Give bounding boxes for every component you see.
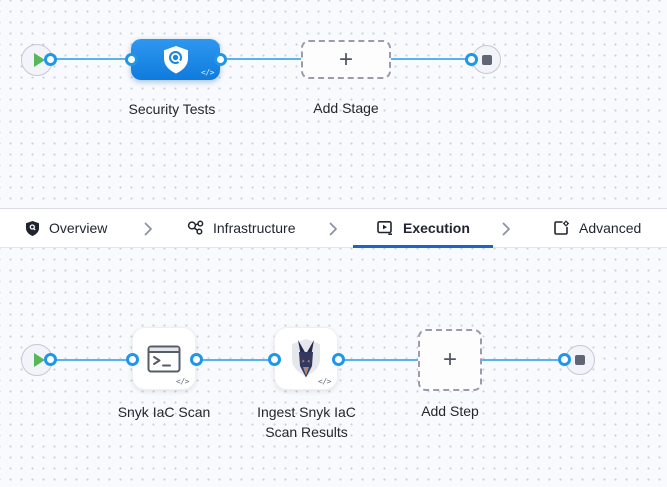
step-label: Snyk IaC Scan [117,404,211,420]
plus-icon: + [442,346,457,373]
connector-port[interactable] [44,353,57,366]
code-icon: </> [318,377,331,386]
pipeline-start-node [21,44,53,76]
stop-icon [575,355,585,365]
shield-icon [26,220,39,236]
connector-port[interactable] [465,53,478,66]
execution-icon [377,220,392,235]
execution-graph-canvas[interactable]: </> </> + Snyk IaC Scan [0,248,667,487]
tab-label: Overview [49,220,108,236]
stage-node-security-tests[interactable]: </> [131,39,220,80]
connector-port[interactable] [268,353,281,366]
step-label: Ingest Snyk IaC Scan Results [257,404,356,440]
play-icon [33,353,45,367]
connector-port[interactable] [558,353,571,366]
connector-line [53,359,132,361]
stop-icon [481,54,492,65]
code-icon: </> [201,68,214,77]
chevron-right-icon [502,222,511,241]
add-step-label: Add Step [421,403,479,419]
advanced-icon [554,220,569,235]
connector-line [196,359,274,361]
snyk-dog-icon [292,338,320,377]
add-stage-button[interactable]: + [301,40,391,79]
security-shield-icon [163,45,188,74]
infrastructure-icon [187,220,204,235]
active-tab-underline [353,245,493,248]
pipeline-end-node [472,45,501,74]
add-stage-label: Add Stage [313,100,379,116]
tab-overview[interactable]: Overview [25,209,107,247]
connector-port[interactable] [190,353,203,366]
tab-label: Advanced [579,220,642,236]
plus-icon: + [338,45,353,73]
stage-label: Security Tests [128,101,216,117]
stage-graph-canvas[interactable]: </> + Security Tests Add Stage [0,0,667,208]
tab-label: Infrastructure [213,220,296,236]
tab-label: Execution [403,220,470,236]
step-node-snyk-iac-scan[interactable]: </> [132,327,196,390]
stage-config-tabbar: Overview Infrastructure Execut [0,208,667,248]
play-icon [33,53,45,67]
tab-advanced[interactable]: Advanced [553,209,641,247]
terminal-icon [147,345,181,372]
connector-line [53,58,131,60]
connector-port[interactable] [126,353,139,366]
connector-port[interactable] [44,53,57,66]
step-node-ingest-snyk-results[interactable]: </> [274,327,338,390]
tab-infrastructure[interactable]: Infrastructure [187,209,295,247]
tab-execution[interactable]: Execution [377,209,470,247]
connector-port[interactable] [214,53,227,66]
connector-port[interactable] [125,53,138,66]
chevron-right-icon [329,222,338,241]
add-step-button[interactable]: + [418,329,482,391]
connector-port[interactable] [332,353,345,366]
chevron-right-icon [144,222,153,241]
code-icon: </> [176,377,189,386]
